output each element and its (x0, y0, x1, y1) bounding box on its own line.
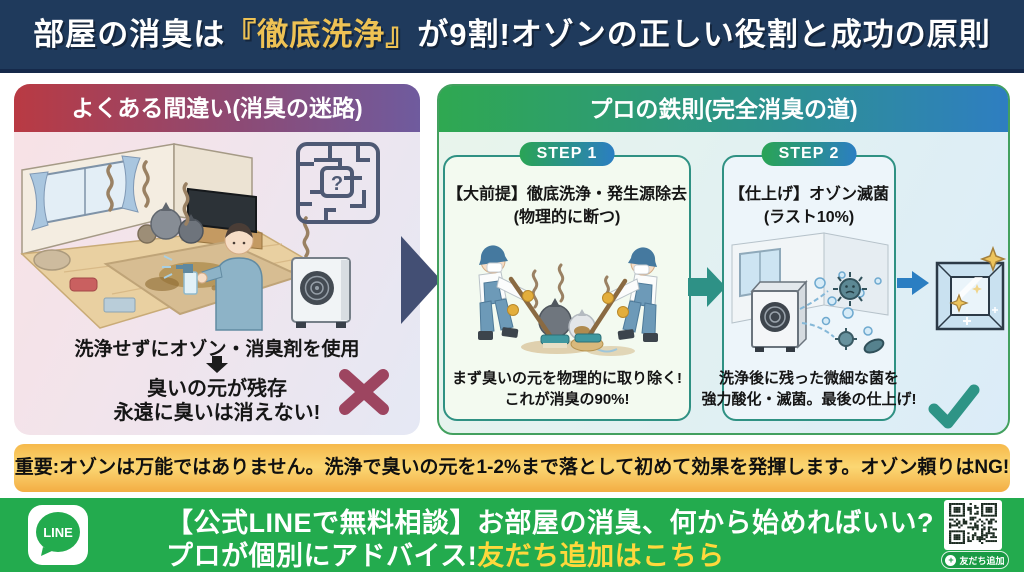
x-mark-icon (339, 369, 389, 415)
step2-title-line1: 【仕上げ】オゾン滅菌 (728, 186, 890, 203)
odor-squiggles (531, 263, 610, 311)
add-friend-badge[interactable]: + 友だち追加 (941, 551, 1009, 569)
maze-icon (296, 142, 380, 224)
line-logo-text: LINE (43, 525, 73, 540)
sparkling-clean-gem-illustration (935, 245, 1007, 331)
step2-caption: 洗浄後に残った微細な菌を 強力酸化・滅菌。最後の仕上げ! (702, 368, 917, 410)
ozone-bubbles (814, 271, 882, 336)
step2-to-result-arrow (897, 271, 929, 295)
add-friend-badge-label: 友だち追加 (959, 555, 1005, 566)
worker-left (478, 245, 570, 348)
footer-line1: 【公式LINEで無料相談】お部屋の消臭、何から始めればいい? (166, 508, 934, 538)
cleaners-illustration (478, 245, 658, 356)
step1-to-step2-arrow (688, 267, 726, 307)
step1-title-line1: 【大前提】徹底洗浄・発生源除去 (446, 186, 688, 203)
pro-panel-title: プロの鉄則(完全消臭の道) (589, 96, 858, 122)
person-spraying (162, 223, 263, 331)
wrong-panel-header: よくある間違い(消臭の迷路) (14, 84, 420, 132)
qr-code-box (944, 500, 1002, 550)
step2-title-line2: (ラスト10%) (763, 209, 855, 226)
important-notice-bar: 重要:オゾンは万能ではありません。洗浄で臭いの元を1-2%まで落として初めて効果… (14, 444, 1010, 492)
step2-badge: STEP 2 (761, 142, 857, 166)
ozone-sterilization-illustration (731, 232, 889, 354)
ozone-machine-small (291, 257, 351, 328)
wrong-result-line1: 臭いの元が残存 (147, 378, 287, 400)
pro-panel: プロの鉄則(完全消臭の道) STEP 1 【大前提】徹底洗浄・発生源除去 (物理… (437, 84, 1010, 435)
maze-question-mark: ? (331, 173, 343, 195)
step1-card: STEP 1 【大前提】徹底洗浄・発生源除去 (物理的に断つ) (443, 142, 691, 421)
main-title-bar: 部屋の消臭は『徹底洗浄』が9割!オゾンの正しい役割と成功の原則 (0, 0, 1024, 73)
step1-caption: まず臭いの元を物理的に取り除く! これが消臭の90%! (452, 368, 682, 410)
trash-bags (137, 202, 204, 244)
floor-clutter (33, 249, 136, 313)
step2-card: STEP 2 【仕上げ】オゾン滅菌 (ラスト10%) (702, 142, 917, 421)
important-notice-text: 重要:オゾンは万能ではありません。洗浄で臭いの元を1-2%まで落として初めて効果… (14, 457, 1010, 478)
main-title-accent: 『徹底洗浄』 (225, 17, 418, 52)
qr-code (949, 503, 997, 544)
down-arrow-icon (206, 356, 228, 373)
panel-transition-arrow (401, 236, 441, 324)
germ-large (833, 272, 867, 306)
footer-line2-prefix: プロが個別にアドバイス! (166, 541, 478, 571)
sparkle-icon (972, 284, 982, 294)
pro-panel-header: プロの鉄則(完全消臭の道) (439, 86, 1008, 132)
wrong-result-line2: 永遠に臭いは消えない! (113, 402, 321, 424)
sparkle-icon (979, 245, 1007, 273)
check-mark-icon (928, 384, 980, 429)
footer-line2: プロが個別にアドバイス!友だち追加はこちら (166, 534, 725, 573)
germ-pill (863, 338, 885, 354)
add-friend-icon: + (945, 554, 957, 566)
step2-caption-line1: 洗浄後に残った微細な菌を (718, 370, 899, 387)
step1-title-line2: (物理的に断つ) (513, 209, 621, 226)
step1-caption-line1: まず臭いの元を物理的に取り除く! (452, 370, 682, 387)
main-title-pre: 部屋の消臭は (33, 17, 226, 52)
main-title-post: が9割!オゾンの正しい役割と成功の原則 (417, 17, 991, 52)
ozone-flow-lines (799, 290, 835, 338)
wrong-panel: よくある間違い(消臭の迷路) (14, 84, 420, 435)
add-friend-cta-text[interactable]: 友だち追加はこちら (477, 541, 725, 571)
line-logo-icon: LINE (36, 512, 80, 556)
sparkle-icon (949, 293, 969, 313)
step1-badge: STEP 1 (519, 142, 615, 166)
wrong-panel-title: よくある間違い(消臭の迷路) (71, 95, 363, 121)
step1-caption-line2: これが消臭の90%! (504, 391, 630, 408)
ozone-generator (750, 280, 808, 352)
messy-room-illustration: ? (20, 142, 380, 331)
step2-caption-line2: 強力酸化・滅菌。最後の仕上げ! (701, 391, 917, 408)
wrong-cause-text: 洗浄せずにオゾン・消臭剤を使用 (74, 339, 360, 360)
germ-small (835, 328, 857, 350)
line-cta-footer: LINE 【公式LINEで無料相談】お部屋の消臭、何から始めればいい? プロが個… (0, 498, 1024, 572)
line-logo: LINE (28, 505, 88, 565)
worker-right (570, 247, 658, 352)
